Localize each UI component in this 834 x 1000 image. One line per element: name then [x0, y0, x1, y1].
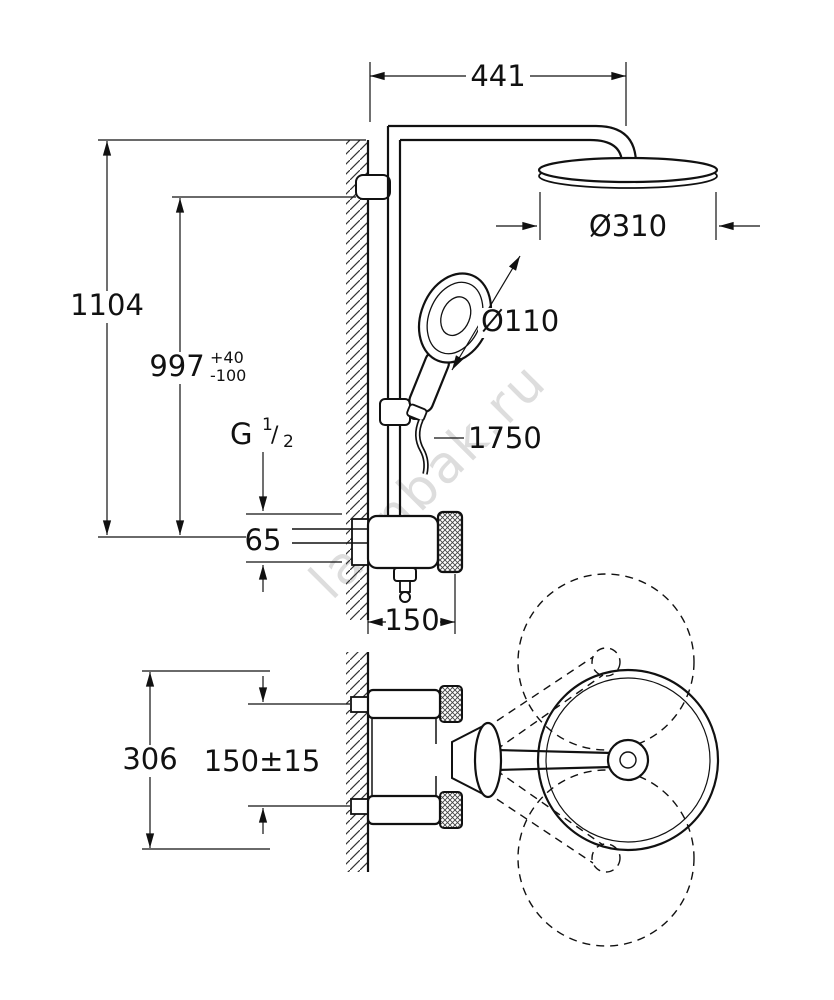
- dim-997-tol-minus: -100: [210, 366, 246, 385]
- upper-dimensions: 441 Ø310 Ø110 1750 1104: [70, 58, 760, 637]
- dim-1104: 1104: [70, 139, 366, 538]
- diverter-outlet: [399, 591, 411, 603]
- dim-1750-label: 1750: [468, 421, 542, 455]
- swivel-hub-top: [591, 647, 621, 677]
- swivel-head-bottom: [517, 769, 695, 947]
- swivel-hub-bottom: [591, 843, 621, 873]
- swivel-arm-bottom-2: [472, 753, 604, 846]
- thread-denominator: 2: [283, 432, 294, 452]
- thread-numerator: 1: [262, 415, 273, 435]
- hose-connector: [406, 403, 428, 422]
- supply-nub-bottom: [350, 798, 369, 815]
- dim-150: 150: [367, 574, 456, 637]
- dim-65: 65: [245, 513, 342, 592]
- arm-plan-bottom: [495, 765, 613, 772]
- head-shower-face: [537, 156, 719, 184]
- supply-nub-top: [350, 696, 369, 713]
- dim-150-15-label: 150±15: [204, 744, 321, 778]
- dim-441-label: 441: [470, 59, 525, 93]
- mixer-knob-side: [436, 510, 464, 574]
- dim-150-15: 150±15: [204, 676, 350, 834]
- pivot-escutcheon: [473, 721, 503, 799]
- swivel-head-top: [517, 573, 695, 751]
- dim-65-label: 65: [245, 523, 282, 557]
- diverter-body: [393, 567, 417, 582]
- thread-slash: /: [271, 423, 279, 448]
- swivel-arm-top-1: [461, 656, 594, 745]
- arm-plan-top: [495, 748, 613, 755]
- thread-letter: G: [230, 417, 252, 451]
- lower-plan-view: [346, 573, 720, 947]
- body-plan-bottom-bar: [366, 794, 442, 826]
- head-plan-rim: [545, 677, 711, 843]
- swivel-arm-top-2: [472, 674, 604, 767]
- dim-110: Ø110: [451, 255, 562, 371]
- body-plan-bottom-knob: [439, 791, 463, 829]
- dim-310: Ø310: [496, 192, 760, 243]
- pipe-wall-bracket: [355, 174, 391, 200]
- swivel-arm-bottom-1: [461, 775, 594, 864]
- dim-997-label: 997: [149, 349, 204, 383]
- thread-callout-g12: G 1 / 2: [230, 415, 294, 511]
- mixer-wall-escutcheon: [351, 518, 369, 566]
- dim-1750: 1750: [434, 421, 542, 455]
- shower-arm-outer: [388, 124, 638, 165]
- head-plan-hub-inner: [619, 751, 637, 769]
- wall-hatch-upper: [346, 140, 368, 620]
- mixer-body-side: [366, 514, 440, 570]
- dim-306-label: 306: [122, 742, 177, 776]
- lower-dimensions: 306 150±15: [114, 670, 350, 850]
- head-plan-hub: [606, 738, 650, 782]
- dim-441: 441: [369, 58, 627, 126]
- diverter-stem: [399, 580, 411, 593]
- dim-1104-label: 1104: [70, 288, 144, 322]
- hand-shower-holder: [379, 398, 411, 426]
- swivel-range-dashed: [461, 573, 695, 947]
- dim-310-label: Ø310: [589, 209, 667, 243]
- head-plan-outer: [536, 668, 720, 852]
- dim-997: 997 +40 -100: [147, 196, 356, 535]
- dim-306: 306: [114, 670, 270, 850]
- shower-hose-highlight: [416, 419, 428, 475]
- dim-150-label: 150: [384, 603, 439, 637]
- dim-110-label: Ø110: [481, 304, 559, 338]
- body-plan-top-knob: [439, 685, 463, 723]
- body-plan-top-bar: [366, 688, 442, 720]
- dim-997-tol-plus: +40: [210, 348, 244, 367]
- upper-side-view: [292, 124, 719, 620]
- wall-hatch-lower: [346, 652, 368, 872]
